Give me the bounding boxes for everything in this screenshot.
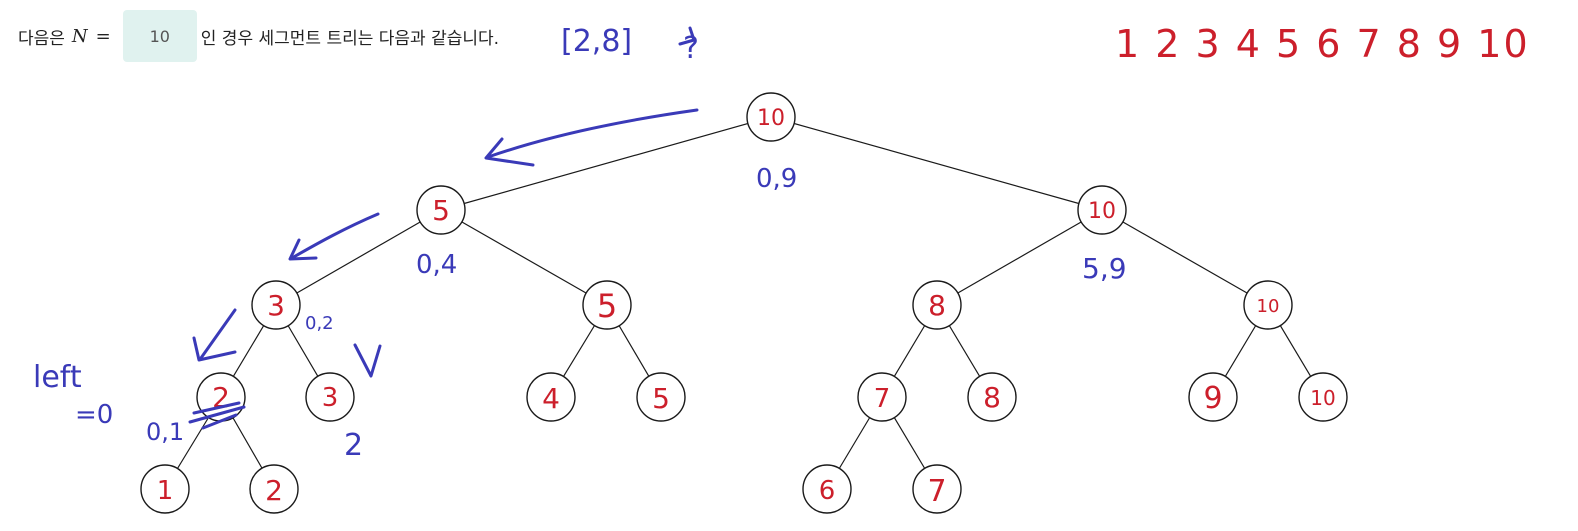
tree-node bbox=[912, 280, 962, 330]
node-value: 2 bbox=[265, 474, 283, 507]
tree-nodes bbox=[140, 92, 1348, 514]
tree-edges bbox=[164, 116, 1324, 490]
node-value: 10 bbox=[1257, 296, 1280, 317]
tree-node bbox=[416, 185, 466, 235]
node-value: 7 bbox=[874, 384, 891, 414]
node-value: 9 bbox=[1203, 381, 1222, 416]
tree-node bbox=[582, 280, 632, 330]
two-annotation: 2 bbox=[344, 428, 363, 463]
math-variable-n: N bbox=[71, 25, 88, 47]
node-value: 4 bbox=[542, 382, 560, 415]
tree-node bbox=[636, 372, 686, 422]
arrow-left-icon bbox=[486, 108, 699, 159]
left-equals-annotation: =0 bbox=[75, 400, 113, 430]
tree-node-leaf bbox=[249, 464, 299, 514]
statement-suffix: 인 경우 세그먼트 트리는 다음과 같습니다. bbox=[200, 28, 500, 49]
math-equals: = bbox=[95, 25, 111, 47]
node-value: 1 bbox=[157, 476, 174, 506]
tree-node-leaf bbox=[912, 464, 962, 514]
tree-node-leaf bbox=[802, 464, 852, 514]
tree-node bbox=[1243, 280, 1293, 330]
blue-arrows bbox=[188, 26, 699, 430]
node-value: 5 bbox=[597, 287, 617, 325]
node-value: 3 bbox=[267, 289, 285, 322]
tree-node bbox=[251, 280, 301, 330]
tree-node bbox=[1298, 372, 1348, 422]
tree-node bbox=[526, 372, 576, 422]
range-label-right: 5,9 bbox=[1082, 252, 1127, 285]
range-label-lll: 0,1 bbox=[146, 418, 184, 446]
left-word-annotation: left bbox=[33, 360, 82, 395]
edge bbox=[936, 209, 1103, 306]
edge bbox=[440, 116, 772, 211]
bracket-icon bbox=[678, 26, 696, 46]
query-range-annotation: [2,8] bbox=[561, 24, 632, 59]
node-value: 10 bbox=[1088, 199, 1116, 224]
tree-node-root bbox=[746, 92, 796, 142]
range-label-left-left: 0,2 bbox=[305, 313, 334, 334]
tree-node-leaf bbox=[140, 464, 190, 514]
node-value: 6 bbox=[819, 476, 836, 506]
node-value: 7 bbox=[927, 474, 946, 509]
range-label-left: 0,4 bbox=[416, 250, 457, 280]
edge bbox=[440, 209, 608, 306]
arrowhead-icon bbox=[192, 336, 237, 362]
node-value: 8 bbox=[983, 381, 1001, 414]
node-value: 8 bbox=[928, 289, 946, 322]
edge bbox=[275, 209, 442, 306]
sequence-annotation: 1 2 3 4 5 6 7 8 9 10 bbox=[1115, 22, 1530, 66]
n-value-input[interactable] bbox=[122, 10, 197, 62]
node-values: 10 5 10 3 5 8 10 2 3 4 5 7 8 9 10 1 2 6 … bbox=[157, 106, 1336, 509]
tree-node bbox=[857, 372, 907, 422]
arrow-down-left-icon bbox=[199, 308, 237, 360]
blue-annotations: [2,8] ? 0,9 0,4 5,9 0,2 left =0 0,1 2 bbox=[33, 24, 1127, 463]
problem-statement: 다음은 N = 인 경우 세그먼트 트리는 다음과 같습니다. bbox=[18, 8, 499, 64]
node-value: 10 bbox=[1310, 386, 1335, 410]
arrowhead-icon bbox=[484, 137, 535, 167]
arrowhead-icon bbox=[288, 238, 318, 261]
query-question-mark: ? bbox=[683, 31, 699, 66]
edge bbox=[1101, 209, 1269, 306]
statement-prefix: 다음은 bbox=[18, 28, 65, 49]
node-value: 10 bbox=[757, 106, 785, 131]
tree-node bbox=[305, 372, 355, 422]
node-value: 5 bbox=[432, 194, 450, 227]
scribble-icon bbox=[188, 401, 246, 430]
node-value: 3 bbox=[322, 383, 339, 413]
tree-node bbox=[1188, 372, 1238, 422]
check-mark-icon bbox=[353, 343, 382, 378]
tree-node bbox=[1077, 185, 1127, 235]
arrow-left-icon bbox=[290, 212, 380, 260]
node-value: 5 bbox=[652, 382, 670, 415]
tree-node bbox=[967, 372, 1017, 422]
range-label-root: 0,9 bbox=[756, 164, 797, 194]
edge bbox=[770, 116, 1103, 211]
